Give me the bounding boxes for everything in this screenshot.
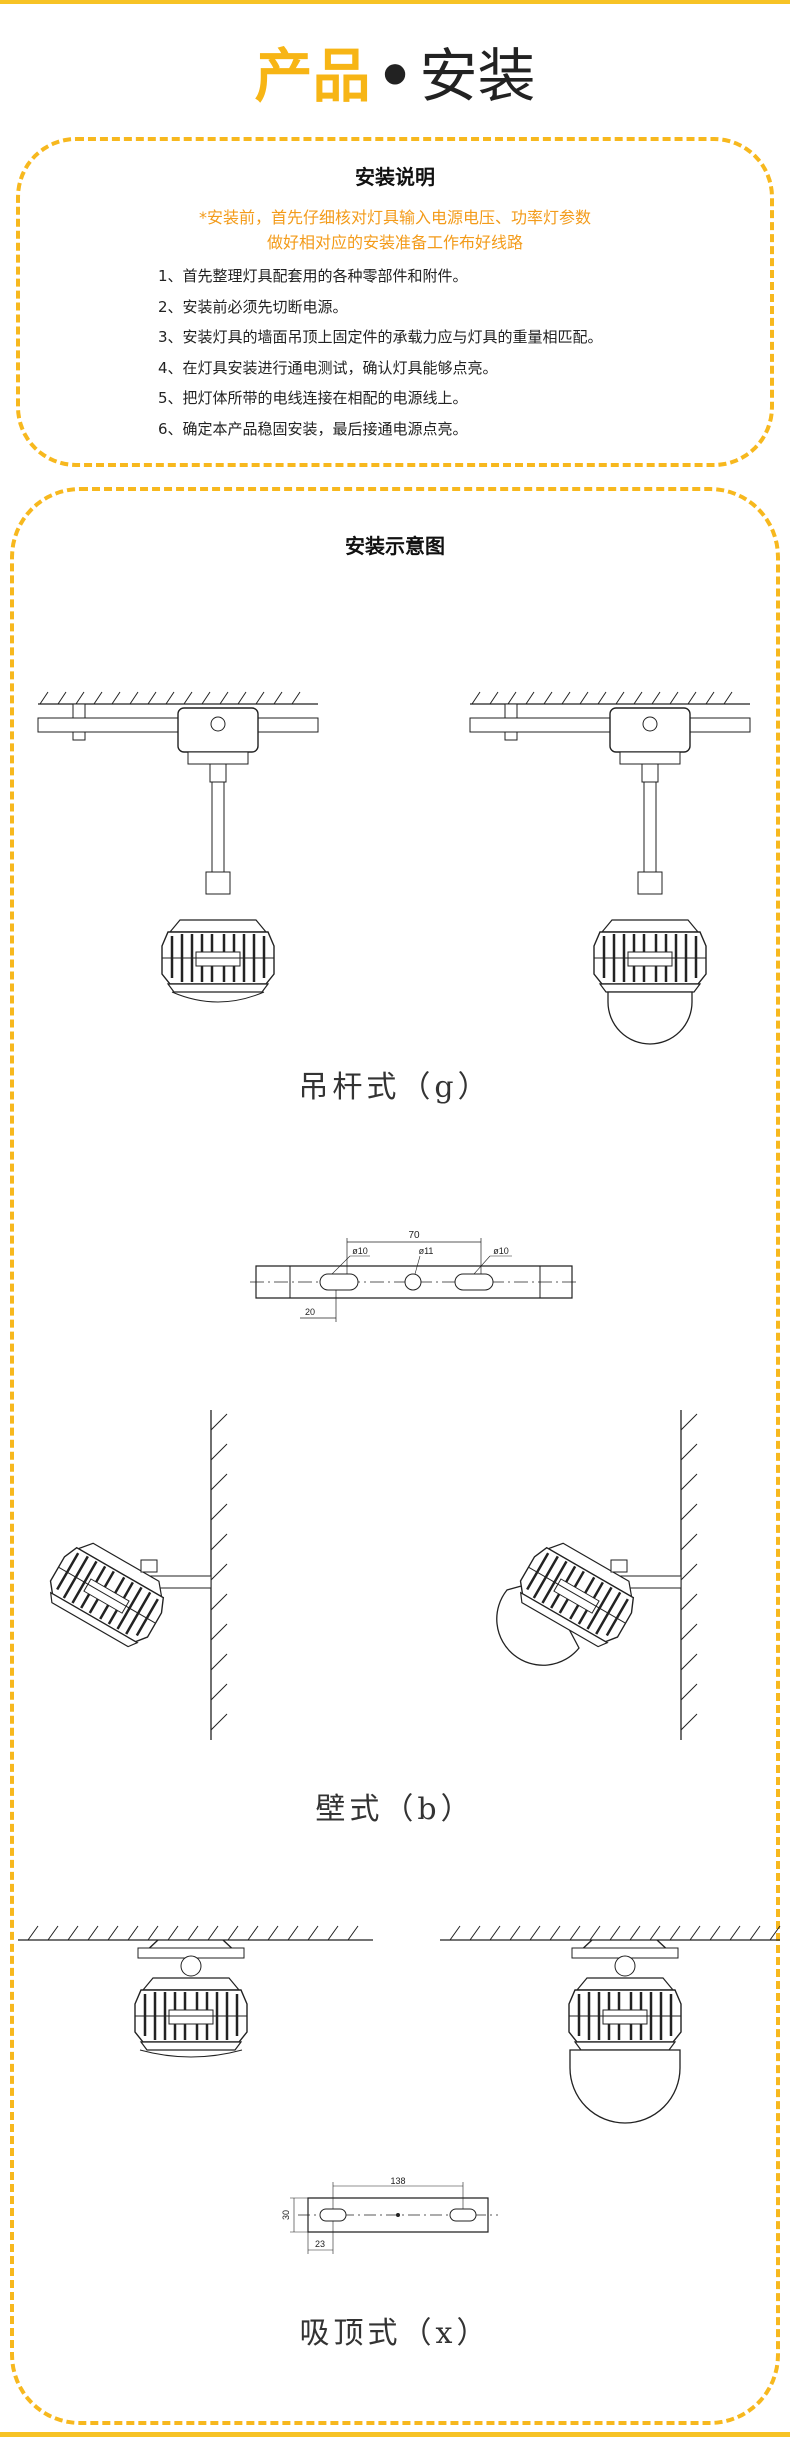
instructions-note-line1: *安装前，首先仔细核对灯具输入电源电压、功率灯参数 bbox=[198, 208, 591, 227]
plate-length-label: 138 bbox=[390, 2176, 405, 2186]
plate-offset-label: 23 bbox=[315, 2239, 325, 2249]
bracket-hole-left-label: ø10 bbox=[352, 1246, 368, 1256]
ceiling-lamp-flat-diagram bbox=[18, 1918, 373, 2068]
plate-height-label: 30 bbox=[281, 2210, 291, 2220]
pendant-caption: 吊杆式（g） bbox=[298, 1070, 492, 1105]
instruction-step: 5、把灯体所带的电线连接在相配的电源线上。 bbox=[158, 389, 468, 407]
instruction-step: 1、首先整理灯具配套用的各种零部件和附件。 bbox=[158, 267, 468, 285]
bracket-width-label: 70 bbox=[408, 1230, 420, 1241]
pendant-bracket-dimension-drawing: 70 ø10 ø11 ø10 20 bbox=[250, 1230, 580, 1332]
instruction-step: 6、确定本产品稳固安装，最后接通电源点亮。 bbox=[158, 419, 468, 438]
instructions-box: 安装说明 *安装前，首先仔细核对灯具输入电源电压、功率灯参数 做好相对应的安装准… bbox=[16, 137, 774, 467]
ceiling-lamp-dome-diagram bbox=[440, 1918, 780, 2128]
page-title-accent: 产品 bbox=[254, 42, 371, 110]
instruction-step: 2、安装前必须先切断电源。 bbox=[158, 297, 348, 316]
ceiling-caption: 吸顶式（x） bbox=[299, 2316, 491, 2351]
bracket-hole-right-label: ø10 bbox=[493, 1246, 509, 1256]
instruction-step: 4、在灯具安装进行通电测试，确认灯具能够点亮。 bbox=[158, 358, 498, 377]
instructions-note: *安装前，首先仔细核对灯具输入电源电压、功率灯参数 做好相对应的安装准备工作布好… bbox=[20, 205, 770, 255]
instruction-step: 3、安装灯具的墙面吊顶上固定件的承载力应与灯具的重量相匹配。 bbox=[158, 328, 603, 346]
pendant-lamp-flat-diagram bbox=[28, 690, 328, 1020]
wall-lamp-dome-diagram bbox=[485, 1410, 705, 1740]
instructions-note-line2: 做好相对应的安装准备工作布好线路 bbox=[266, 233, 523, 252]
instructions-steps: 1、首先整理灯具配套用的各种零部件和附件。 2、安装前必须先切断电源。 3、安装… bbox=[158, 261, 603, 444]
bracket-hole-center-label: ø11 bbox=[419, 1246, 434, 1256]
wall-lamp-flat-diagram bbox=[40, 1410, 255, 1740]
diagram-title: 安装示意图 bbox=[345, 534, 445, 558]
instructions-title: 安装说明 bbox=[355, 165, 435, 189]
bottom-accent-line bbox=[0, 2432, 790, 2437]
pendant-lamp-dome-diagram bbox=[460, 690, 760, 1060]
page-title-dot: • bbox=[376, 42, 414, 110]
diagram-box bbox=[10, 487, 780, 2425]
top-accent-line bbox=[0, 0, 790, 4]
ceiling-plate-dimension-drawing: 138 30 23 bbox=[281, 2176, 508, 2258]
page-title: 产品•安装 bbox=[0, 36, 790, 116]
wall-caption: 壁式（b） bbox=[315, 1792, 475, 1827]
page-title-main: 安装 bbox=[419, 42, 536, 110]
bracket-offset-label: 20 bbox=[305, 1307, 315, 1317]
